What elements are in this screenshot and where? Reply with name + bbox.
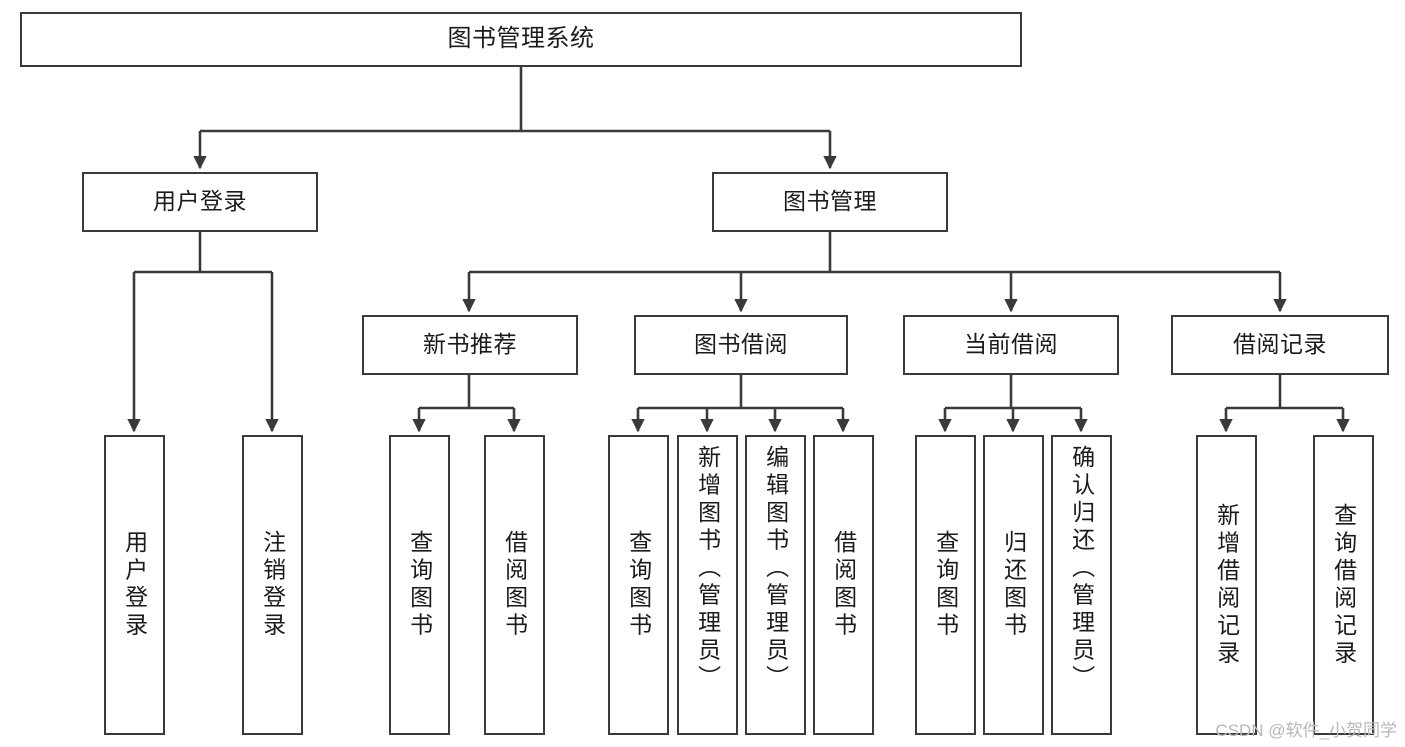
node-book-management[interactable]: 图书管理 [712, 172, 948, 232]
node-root[interactable]: 图书管理系统 [20, 12, 1022, 67]
node-current-borrow-label: 当前借阅 [964, 331, 1058, 358]
node-leaf-add-record-label: 新增借阅记录 [1213, 502, 1240, 668]
node-leaf-logout-login[interactable]: 注销登录 [242, 435, 303, 735]
node-leaf-query-record-label: 查询借阅记录 [1330, 502, 1357, 668]
watermark-text: CSDN @软件_小贺同学 [1215, 721, 1397, 740]
node-leaf-return-book-label: 归还图书 [1000, 530, 1027, 640]
node-borrow-record[interactable]: 借阅记录 [1171, 315, 1389, 375]
node-leaf-edit-book[interactable]: 编辑图书（管理员） [745, 435, 806, 735]
node-leaf-query-book-2[interactable]: 查询图书 [608, 435, 669, 735]
node-leaf-borrow-book-1[interactable]: 借阅图书 [484, 435, 545, 735]
node-user-login[interactable]: 用户登录 [82, 172, 318, 232]
node-leaf-return-book[interactable]: 归还图书 [983, 435, 1044, 735]
node-leaf-query-book-1-label: 查询图书 [406, 530, 433, 640]
node-new-book-recommend-label: 新书推荐 [423, 331, 517, 358]
node-leaf-user-login[interactable]: 用户登录 [104, 435, 165, 735]
node-root-label: 图书管理系统 [447, 25, 595, 53]
node-book-management-label: 图书管理 [783, 188, 877, 215]
node-leaf-add-book-label: 新增图书（管理员） [694, 445, 721, 693]
node-leaf-edit-book-label: 编辑图书（管理员） [762, 445, 789, 693]
node-leaf-query-book-3[interactable]: 查询图书 [915, 435, 976, 735]
node-leaf-query-record[interactable]: 查询借阅记录 [1313, 435, 1374, 735]
node-leaf-borrow-book-1-label: 借阅图书 [501, 530, 528, 640]
node-leaf-borrow-book-2[interactable]: 借阅图书 [813, 435, 874, 735]
node-book-borrow[interactable]: 图书借阅 [634, 315, 848, 375]
node-borrow-record-label: 借阅记录 [1233, 331, 1327, 358]
node-leaf-user-login-label: 用户登录 [121, 530, 148, 640]
node-leaf-query-book-2-label: 查询图书 [625, 530, 652, 640]
node-new-book-recommend[interactable]: 新书推荐 [362, 315, 578, 375]
node-leaf-add-book[interactable]: 新增图书（管理员） [677, 435, 738, 735]
node-leaf-confirm-return-label: 确认归还（管理员） [1068, 445, 1095, 693]
node-book-borrow-label: 图书借阅 [694, 331, 788, 358]
node-current-borrow[interactable]: 当前借阅 [903, 315, 1119, 375]
node-leaf-confirm-return[interactable]: 确认归还（管理员） [1051, 435, 1112, 735]
node-leaf-add-record[interactable]: 新增借阅记录 [1196, 435, 1257, 735]
node-leaf-logout-login-label: 注销登录 [259, 530, 286, 640]
node-leaf-query-book-3-label: 查询图书 [932, 530, 959, 640]
node-leaf-query-book-1[interactable]: 查询图书 [389, 435, 450, 735]
node-user-login-label: 用户登录 [153, 188, 247, 215]
node-leaf-borrow-book-2-label: 借阅图书 [830, 530, 857, 640]
